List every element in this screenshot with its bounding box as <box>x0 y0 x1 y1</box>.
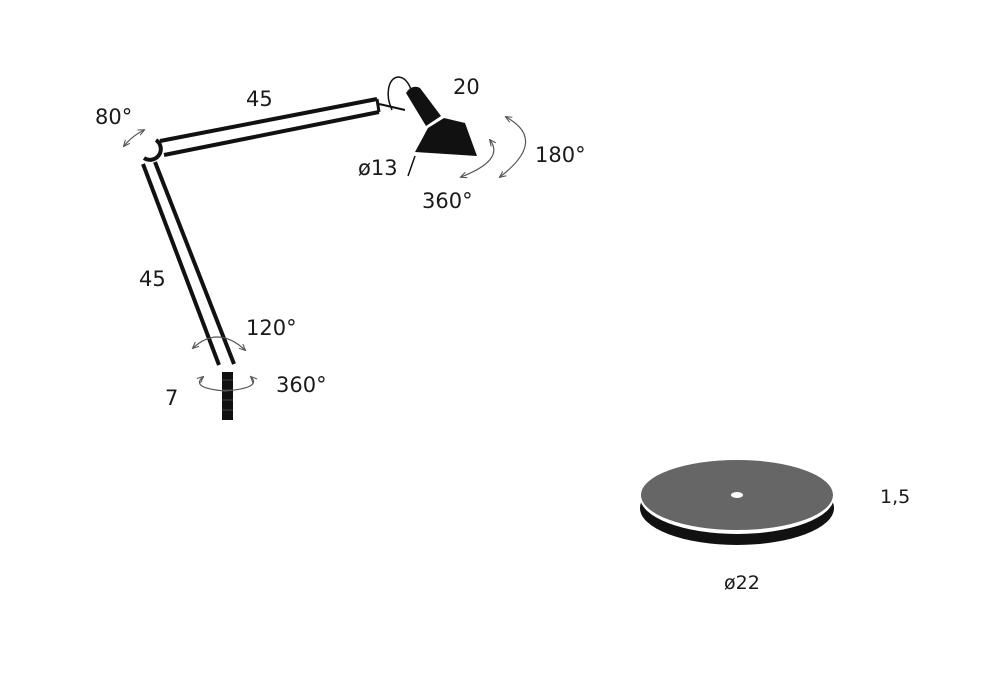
mounting-pin <box>222 372 233 420</box>
head-rotation-arrow-icon <box>461 140 494 177</box>
base-rotation-arrow-icon <box>199 377 253 392</box>
lower-arm-length-label: 45 <box>139 267 166 291</box>
elbow-rotation-arrow-icon <box>124 130 144 146</box>
base-disc <box>640 460 834 545</box>
upper-arm <box>159 97 381 157</box>
head-rotation-label: 360° <box>422 189 473 213</box>
head-tilt-arrow-icon <box>500 117 527 177</box>
lower-arm <box>141 161 236 366</box>
shade-diameter-tick <box>407 155 416 177</box>
elbow-joint <box>142 138 163 162</box>
base-diameter-label: ø22 <box>724 572 760 594</box>
upper-arm-length-label: 45 <box>246 87 273 111</box>
head-height-label: 20 <box>453 75 480 99</box>
base-thickness-label: 1,5 <box>880 486 910 508</box>
base-joint-arrow-icon <box>193 336 245 350</box>
head-connector <box>378 76 413 111</box>
base-rotation-label: 360° <box>276 373 327 397</box>
shade-diameter-label: ø13 <box>358 156 398 180</box>
base-joint-angle-label: 120° <box>246 316 297 340</box>
head-tilt-angle-label: 180° <box>535 143 586 167</box>
pin-length-label: 7 <box>165 386 178 410</box>
elbow-angle-label: 80° <box>95 105 132 129</box>
